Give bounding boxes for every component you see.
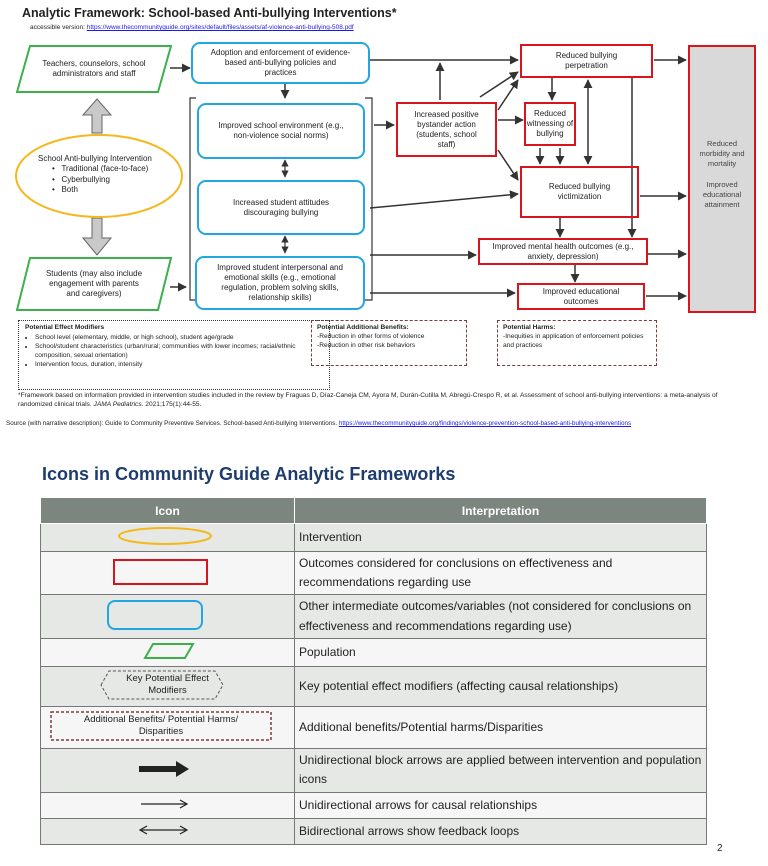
additional-benefit-item: -Reduction in other risk behaviors	[317, 341, 416, 349]
source-label: Source (with narrative description): Gui…	[6, 420, 338, 427]
final-outcome: Reduced morbidity and mortality Improved…	[688, 45, 756, 313]
legend-row: Outcomes considered for conclusions on e…	[40, 550, 707, 596]
intervention-item: • Cyberbullying	[52, 174, 110, 184]
legend-row: Key Potential Effect Modifiers Key poten…	[40, 665, 707, 707]
thin-arrow-icon	[141, 799, 189, 809]
legend-row: Bidirectional arrows show feedback loops	[40, 817, 707, 845]
footnote-journal: JAMA Pediatrics	[93, 401, 142, 409]
legend-row: Unidirectional arrows for causal relatio…	[40, 791, 707, 819]
potential-harms-text: -Inequities in application of enforcemen…	[503, 332, 644, 349]
outcome-victimization: Reduced bullying victimization	[520, 166, 639, 218]
intermediate-environment: Improved school environment (e.g., non-v…	[197, 103, 365, 159]
legend-row: Other intermediate outcomes/variables (n…	[40, 594, 707, 639]
effect-modifier-item: Intervention focus, duration, intensity	[35, 361, 323, 370]
accessible-version-line: accessible version: https://www.thecommu…	[30, 24, 354, 31]
legend-row: Intervention	[40, 523, 707, 552]
additional-benefit-item: -Reduction in other forms of violence	[317, 332, 425, 340]
intermediate-box-icon	[107, 600, 203, 631]
population-parallelogram-icon	[143, 642, 195, 659]
legend-header-icon: Icon	[40, 497, 295, 524]
effect-modifier-item: School level (elementary, middle, or hig…	[35, 334, 323, 343]
potential-harms-box: Potential Harms: -Inequities in applicat…	[497, 320, 657, 366]
arrows-layer	[81, 55, 687, 301]
intervention-item: • Traditional (face-to-face)	[52, 164, 149, 174]
effect-modifier-item: School/student characteristics (urban/ru…	[35, 343, 323, 361]
source-link[interactable]: https://www.thecommunityguide.org/findin…	[338, 420, 632, 427]
intermediate-attitudes: Increased student attitudes discouraging…	[197, 180, 365, 235]
accessible-label: accessible version:	[30, 24, 85, 31]
icon-legend-table: Icon Interpretation Intervention Outcome…	[40, 497, 707, 845]
effect-modifiers-box: Potential Effect Modifiers School level …	[18, 320, 330, 390]
footnote: *Framework based on information provided…	[18, 392, 718, 409]
outcome-witnessing: Reduced witnessing of bullying	[524, 102, 576, 146]
potential-harms-heading: Potential Harms:	[503, 324, 556, 331]
intervention-item: • Both	[52, 185, 78, 195]
page-number: 2	[717, 843, 723, 854]
final-outcome-education: Improved educational attainment	[702, 180, 742, 209]
population-staff: Teachers, counselors, school administrat…	[16, 45, 172, 93]
effect-modifier-hexagon-icon	[100, 670, 224, 700]
additional-benefits-heading: Potential Additional Benefits:	[317, 324, 409, 331]
block-arrow-icon	[139, 760, 189, 777]
outcome-perpetration: Reduced bullying perpetration	[520, 44, 653, 78]
legend-row: Population	[40, 637, 707, 667]
legend-row: Unidirectional block arrows are applied …	[40, 747, 707, 793]
dashed-box-icon	[50, 711, 272, 741]
outcome-mental-health: Improved mental health outcomes (e.g., a…	[478, 238, 648, 265]
effect-modifiers-heading: Potential Effect Modifiers	[25, 324, 105, 331]
double-arrow-icon	[138, 825, 189, 835]
legend-row: Additional Benefits/ Potential Harms/ Di…	[40, 705, 707, 749]
intervention-oval-icon	[118, 527, 212, 545]
intermediate-adoption: Adoption and enforcement of evidence-bas…	[191, 42, 370, 84]
diagram-title: Analytic Framework: School-based Anti-bu…	[22, 6, 397, 20]
final-outcome-morbidity: Reduced morbidity and mortality	[699, 139, 745, 168]
icons-heading: Icons in Community Guide Analytic Framew…	[42, 464, 456, 484]
population-students: Students (may also include engagement wi…	[16, 257, 172, 311]
block-arrow-down	[81, 217, 113, 256]
intervention-oval: School Anti-bullying Intervention • Trad…	[14, 133, 184, 219]
intermediate-skills: Improved student interpersonal and emoti…	[195, 256, 365, 310]
intervention-title: School Anti-bullying Intervention	[38, 154, 152, 163]
block-arrow-up	[81, 98, 113, 134]
legend-header-interpretation: Interpretation	[294, 497, 707, 524]
outcome-box-icon	[113, 558, 208, 585]
accessible-version-link[interactable]: https://www.thecommunityguide.org/sites/…	[86, 24, 354, 31]
source-line: Source (with narrative description): Gui…	[6, 420, 631, 427]
outcome-educational: Improved educational outcomes	[517, 283, 645, 310]
additional-benefits-box: Potential Additional Benefits: -Reductio…	[311, 320, 467, 366]
outcome-bystander: Increased positive bystander action (stu…	[396, 102, 497, 157]
